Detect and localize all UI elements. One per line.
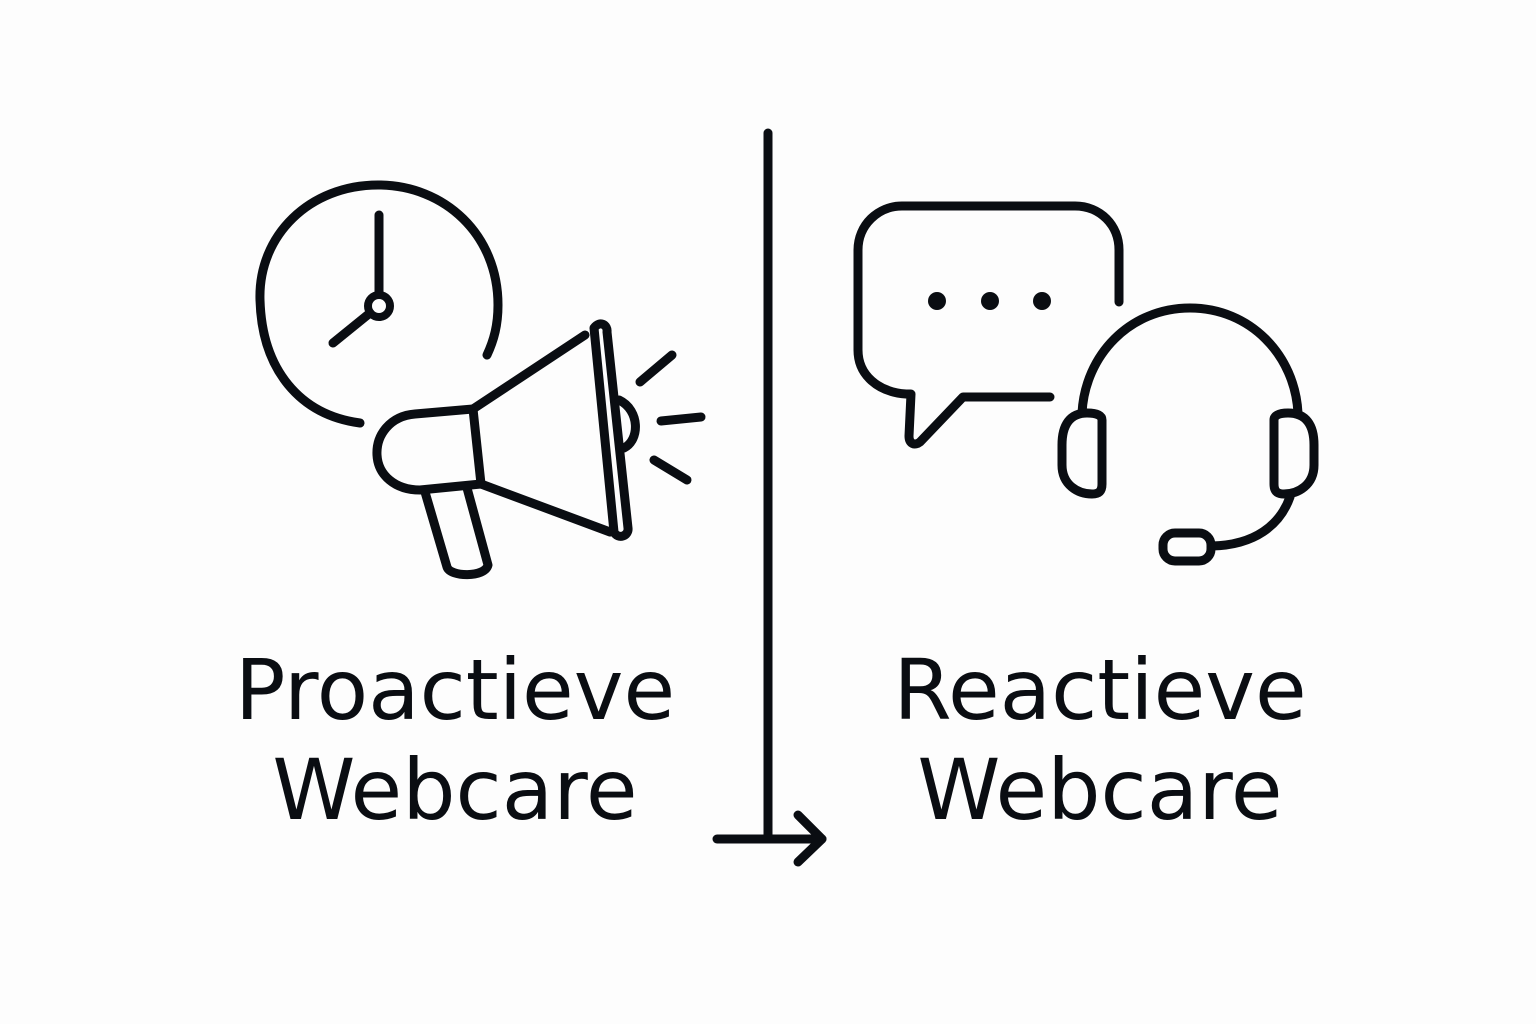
proactive-webcare-label: Proactieve Webcare [195, 640, 715, 840]
reactive-title-line1: Reactieve [893, 641, 1307, 739]
megaphone-icon [372, 319, 706, 580]
clock-icon [255, 180, 503, 428]
reactive-title-line2: Webcare [917, 741, 1283, 839]
proactive-title-line2: Webcare [272, 741, 638, 839]
divider-arrow [712, 128, 827, 867]
headset-icon [1057, 303, 1319, 566]
proactive-title-line1: Proactieve [234, 641, 676, 739]
reactive-webcare-label: Reactieve Webcare [840, 640, 1360, 840]
chat-bubble-icon [853, 201, 1124, 449]
